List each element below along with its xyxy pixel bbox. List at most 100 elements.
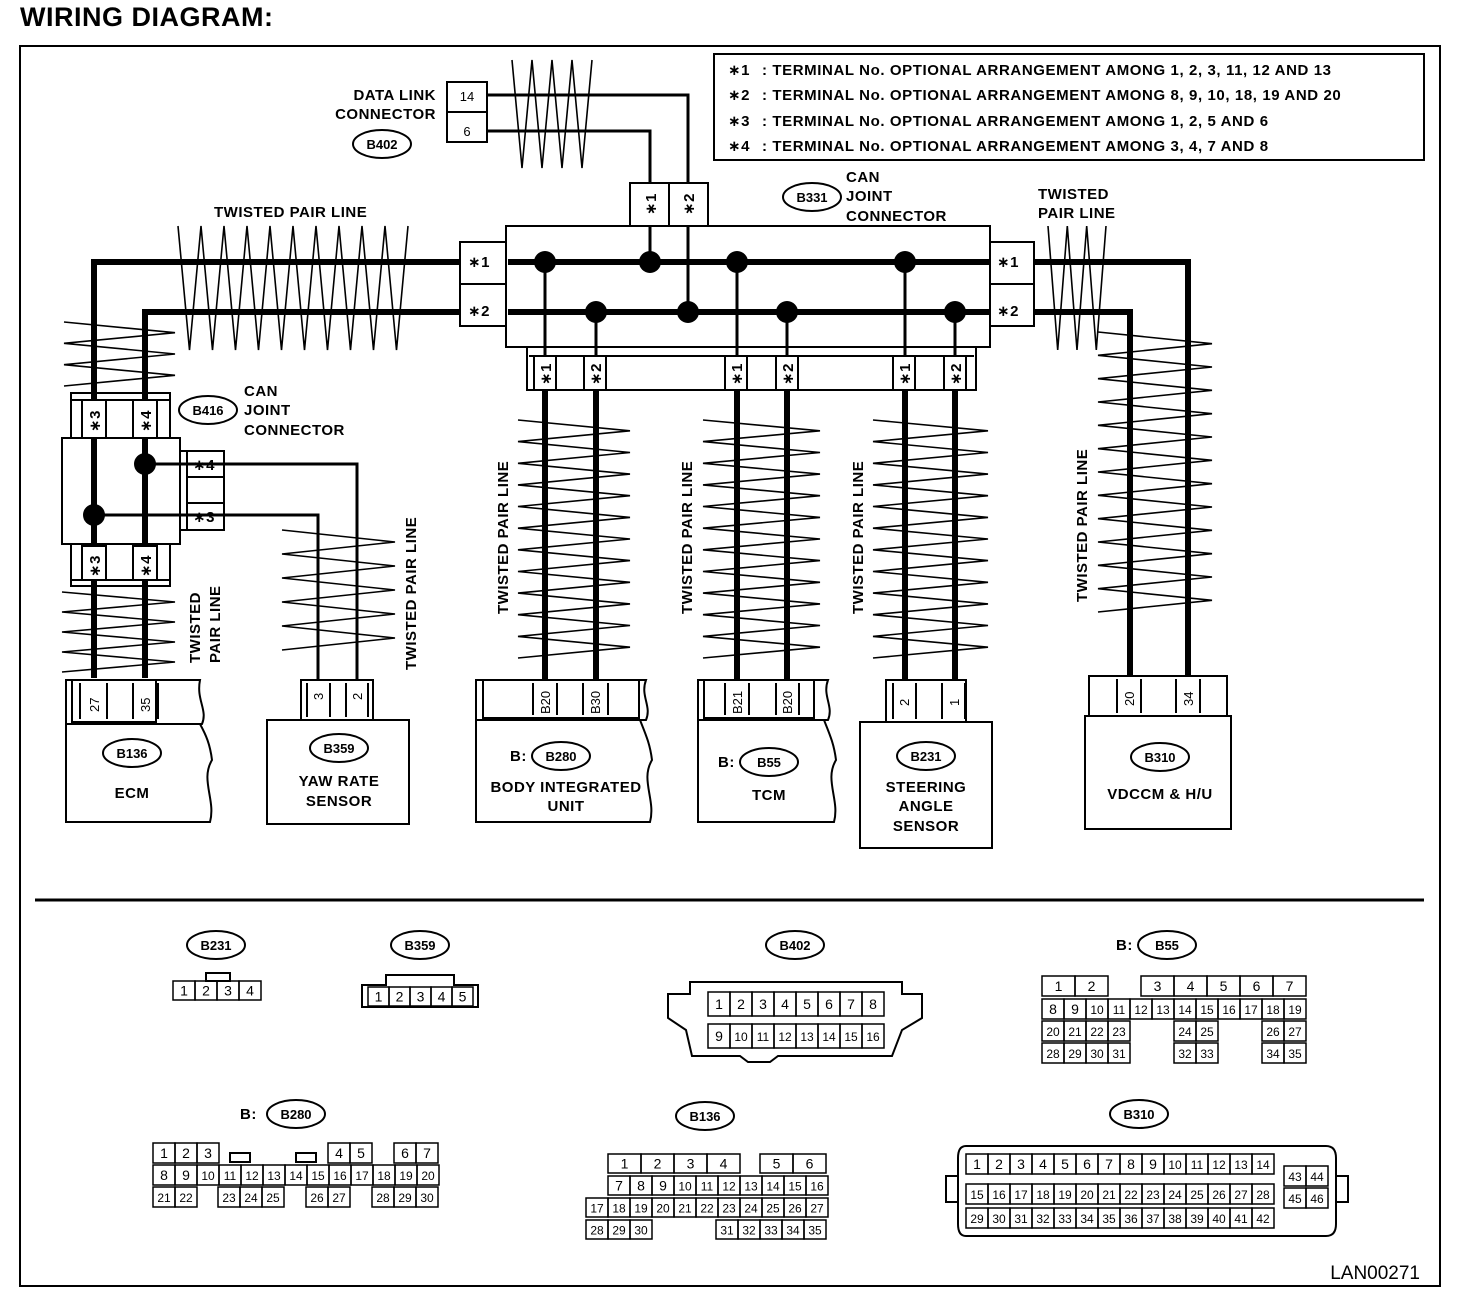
b136-r3-pin: 21 [678, 1202, 692, 1216]
biu-prefix: B: [510, 748, 527, 765]
b280-r2-pin: 16 [333, 1169, 347, 1183]
b136-r4a-pin: 30 [634, 1224, 648, 1238]
b331-mark-b2: ∗2 [588, 363, 605, 385]
b359-cell [451, 986, 474, 1007]
b280-r2-pin: 20 [421, 1169, 435, 1183]
b310-r2-pin: 24 [1168, 1188, 1182, 1202]
b402-top-pin: 7 [847, 996, 855, 1012]
vdc-name: VDCCM & H/U [1107, 786, 1213, 803]
ecm-pin-35: 35 [138, 698, 153, 712]
steer-id: B231 [910, 749, 941, 764]
b310-r2-pin: 16 [992, 1188, 1006, 1202]
b55-r3b-pin: 25 [1200, 1025, 1214, 1039]
tcm-prefix: B: [718, 754, 735, 771]
b310-sa-pin: 43 [1288, 1170, 1302, 1184]
b280-r1a-pin: 1 [160, 1145, 168, 1161]
b136-r3-pin: 23 [722, 1202, 736, 1216]
b55-r4c-pin: 35 [1288, 1047, 1302, 1061]
twist-biu [517, 419, 631, 659]
b310-r3-pin: 35 [1102, 1212, 1116, 1226]
b310-r3-pin: 33 [1058, 1212, 1072, 1226]
b310-r1-pin: 10 [1168, 1158, 1182, 1172]
b402-bot-pin: 10 [734, 1030, 748, 1044]
b55-r2-cell [1283, 998, 1307, 1020]
page-title: WIRING DIAGRAM: [20, 2, 274, 32]
b136-r3-pin: 26 [788, 1202, 802, 1216]
b310-r3-cell [1251, 1207, 1275, 1229]
b402-bot-pin: 11 [757, 1030, 770, 1044]
b310-r2-pin: 22 [1124, 1188, 1138, 1202]
can-bus-wires [91, 259, 1191, 680]
b55-r2-pin: 13 [1156, 1003, 1170, 1017]
twisted-label-top: TWISTED PAIR LINE [214, 204, 367, 221]
b136-r2-pin: 12 [722, 1180, 736, 1194]
b310-r1-pin: 2 [995, 1156, 1003, 1172]
b310-r2-pin: 17 [1014, 1188, 1028, 1202]
yaw-pin-3: 3 [311, 693, 326, 700]
b55-r1-pin: 4 [1187, 978, 1195, 994]
b136-r4b-pin: 31 [720, 1224, 734, 1238]
b310-r2-pin: 27 [1234, 1188, 1248, 1202]
b136-r3-pin: 22 [700, 1202, 714, 1216]
b331-mark-b3: ∗1 [729, 363, 746, 385]
b55-r3a-pin: 21 [1068, 1025, 1082, 1039]
twist-vdc [1097, 331, 1213, 613]
b402-bot-pin: 13 [800, 1030, 814, 1044]
twisted-label-tcm: TWISTED PAIR LINE [679, 461, 696, 614]
b402-bot-pin: 9 [715, 1028, 723, 1044]
b55-r3b-cell [1195, 1020, 1219, 1042]
b280-r3d-pin: 28 [376, 1191, 390, 1205]
b136-r1b-pin: 5 [773, 1156, 781, 1172]
biu-name-2: UNIT [548, 798, 585, 815]
note-text-3: : TERMINAL No. OPTIONAL ARRANGEMENT AMON… [762, 113, 1269, 130]
vdc-id: B310 [1144, 750, 1175, 765]
b136-r4b-pin: 32 [742, 1224, 756, 1238]
b55-r1-pin: 1 [1055, 978, 1063, 994]
b136-r2-pin: 14 [766, 1180, 780, 1194]
twisted-label-steer: TWISTED PAIR LINE [850, 461, 867, 614]
b136-r4b-cell [803, 1219, 827, 1240]
b310-r1-pin: 3 [1017, 1156, 1025, 1172]
yaw-name-2: SENSOR [306, 793, 372, 810]
b310-r3-pin: 30 [992, 1212, 1006, 1226]
b416-mark-top-4: ∗4 [138, 410, 155, 432]
b136-r1b-cell [792, 1153, 827, 1174]
b310-r2-pin: 20 [1080, 1188, 1094, 1202]
b280-r2-pin: 13 [267, 1169, 281, 1183]
junction-dots [83, 251, 966, 526]
b55-r4a-pin: 31 [1112, 1047, 1126, 1061]
b231-pin: 2 [202, 983, 210, 999]
b310-r2-cell [1251, 1183, 1275, 1205]
b331-id-oval [782, 182, 842, 212]
b55-r2-pin: 14 [1178, 1003, 1192, 1017]
b280-r3d-pin: 30 [420, 1191, 434, 1205]
face-b402-id: B402 [779, 938, 810, 953]
b402-top-pin: 4 [781, 996, 789, 1012]
b280-r3c-pin: 26 [310, 1191, 324, 1205]
note-text-4: : TERMINAL No. OPTIONAL ARRANGEMENT AMON… [762, 138, 1269, 155]
vdc-pin-20: 20 [1122, 692, 1137, 706]
b136-r4a-pin: 28 [590, 1224, 604, 1238]
twist-dlc [511, 59, 593, 169]
b280-r2-cell [416, 1164, 440, 1186]
b416-pin-cells [81, 399, 158, 581]
note-mark-4: ∗4 [728, 138, 750, 155]
b310-r2-pin: 28 [1256, 1188, 1270, 1202]
b310-r2-pin: 18 [1036, 1188, 1050, 1202]
b231-pin: 1 [180, 983, 188, 999]
twist-top-main [177, 225, 409, 351]
b55-r2-pin: 9 [1071, 1001, 1079, 1017]
b55-r3b-pin: 24 [1178, 1025, 1192, 1039]
b280-r1b-pin: 4 [335, 1145, 343, 1161]
dlc-pin-14: 14 [460, 89, 474, 104]
b136-r3-pin: 27 [810, 1202, 824, 1216]
b331-pin-cells [533, 355, 967, 391]
b136-r4a-pin: 29 [612, 1224, 626, 1238]
b359-pin: 2 [396, 989, 404, 1005]
face-b55-id: B55 [1155, 938, 1179, 953]
biu-name-1: BODY INTEGRATED [490, 779, 641, 796]
b310-r1-cell [1251, 1153, 1275, 1175]
ecm-pin-27: 27 [87, 698, 102, 712]
twisted-label-biu: TWISTED PAIR LINE [495, 461, 512, 614]
b402-id: B402 [366, 137, 397, 152]
